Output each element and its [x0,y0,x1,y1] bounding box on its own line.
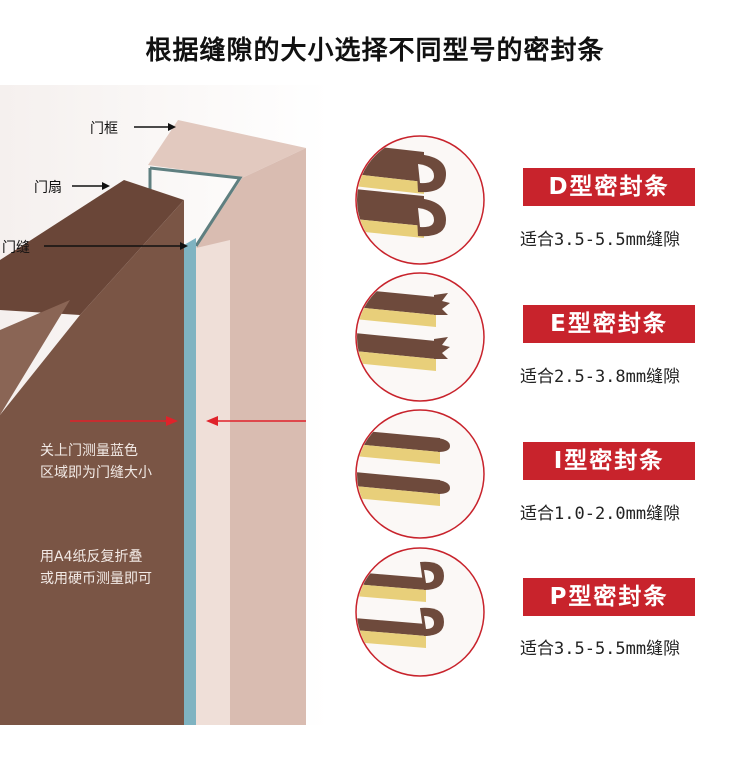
door-leaf-face [0,200,184,725]
e-seal-desc: 适合2.5-3.8mm缝隙 [520,367,681,387]
tip-note: 用A4纸反复折叠 或用硬币测量即可 [40,546,152,590]
e-profile-image [355,272,485,402]
frame-top-face [148,120,306,178]
measure-note-line1: 关上门测量蓝色 [40,443,138,459]
frame-label: 门框 [90,121,118,137]
door-leaf-edge [0,300,70,415]
e-seal-name: E型密封条 [523,305,695,343]
i-seal-name: I型密封条 [523,442,695,480]
door-gap-blue [184,238,196,725]
tip-note-line2: 或用硬币测量即可 [40,571,152,587]
d-seal-desc: 适合3.5-5.5mm缝隙 [520,230,681,250]
door-leaf-top [0,180,184,315]
gap-label: 门缝 [2,240,30,256]
frame-side-face [196,240,230,725]
i-profile-image [355,409,485,539]
frame-inner-edge [149,166,243,247]
p-profile-image [355,547,485,677]
measure-note-line2: 区域即为门缝大小 [40,465,152,481]
leaf-label: 门扇 [34,180,62,196]
measure-note: 关上门测量蓝色 区域即为门缝大小 [40,440,152,484]
page-title: 根据缝隙的大小选择不同型号的密封条 [145,36,605,66]
p-seal-desc: 适合3.5-5.5mm缝隙 [520,639,681,659]
p-seal-name: P型密封条 [523,578,695,616]
d-profile-image [355,135,485,265]
i-seal-desc: 适合1.0-2.0mm缝隙 [520,504,681,524]
d-seal-name: D型密封条 [523,168,695,206]
tip-note-line1: 用A4纸反复折叠 [40,549,143,565]
